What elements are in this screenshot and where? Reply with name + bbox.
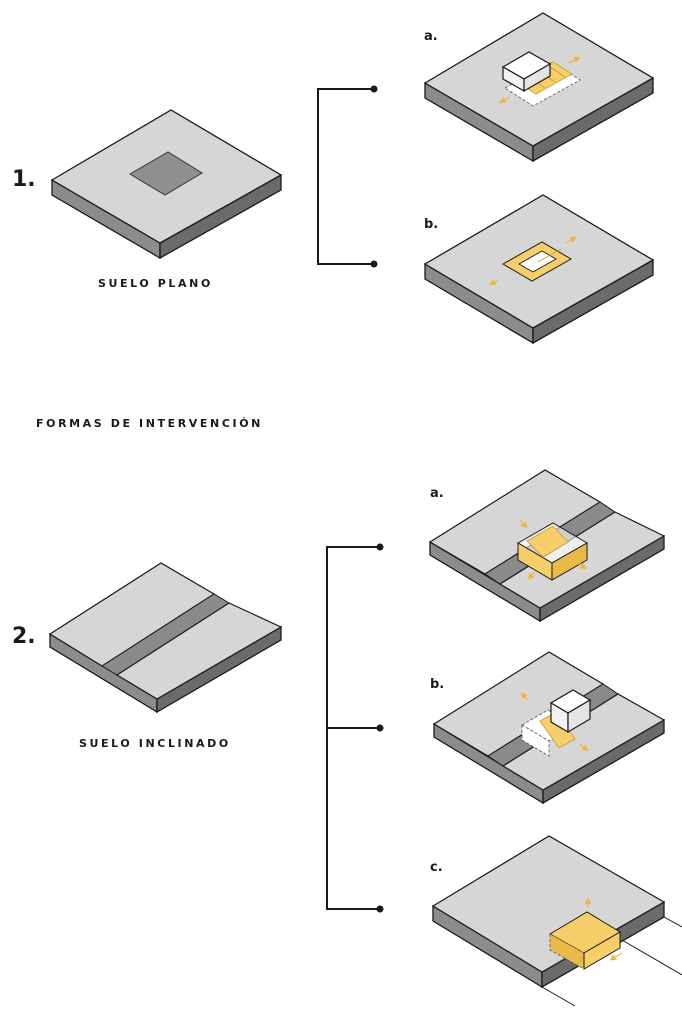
option-1a-label: a. — [424, 29, 438, 44]
section-heading: FORMAS DE INTERVENCIÓN — [36, 417, 263, 430]
option-2b-label: b. — [430, 677, 445, 692]
section-2-caption: SUELO INCLINADO — [79, 737, 231, 750]
connector-2-node-a — [376, 543, 384, 551]
flat-ground-slab — [50, 109, 283, 260]
option-2b-slab — [432, 651, 666, 805]
option-2c-slab — [431, 835, 682, 1007]
connector-2-node-b — [376, 724, 384, 732]
section-2-number: 2. — [12, 624, 36, 649]
sloped-ground-slab — [48, 562, 283, 714]
option-2a-slab — [428, 469, 666, 623]
option-1b-slab — [423, 194, 655, 345]
connector-2-node-c — [376, 905, 384, 913]
connector-2 — [326, 546, 380, 910]
section-1-number: 1. — [12, 167, 36, 192]
connector-1-node-b — [370, 260, 378, 268]
connector-1-node-a — [370, 85, 378, 93]
section-1-caption: SUELO PLANO — [98, 277, 213, 290]
option-1a-slab — [423, 12, 655, 163]
option-2a-label: a. — [430, 486, 444, 501]
option-1b-label: b. — [424, 217, 439, 232]
option-2c-label: c. — [430, 860, 443, 875]
connector-1 — [317, 88, 374, 265]
